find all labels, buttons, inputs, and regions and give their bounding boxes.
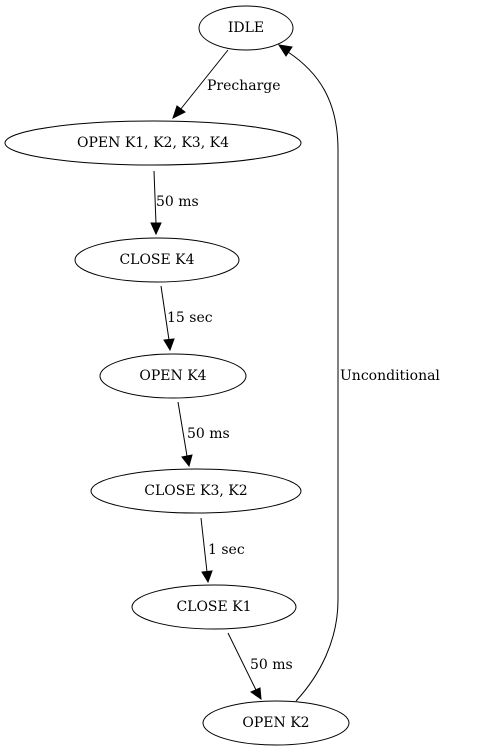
arrowhead [201, 570, 213, 584]
arrowhead [181, 454, 193, 468]
node-label-close-k4: CLOSE K4 [119, 252, 194, 268]
edge-close-k3-k2-to-close-k1: 1 sec [200, 517, 245, 584]
node-open-k2: OPEN K2 [202, 700, 350, 746]
edge-close-k4-to-open-k4: 15 sec [160, 285, 213, 352]
edge-open-k2-to-idle: Unconditional [277, 44, 440, 702]
edge-label-unconditional: Unconditional [340, 368, 440, 384]
node-label-close-k1: CLOSE K1 [176, 599, 251, 615]
edge-open-k4-to-close-k3-k2: 50 ms [177, 401, 230, 468]
edge-label-precharge: Precharge [207, 78, 281, 94]
edge-label-1sec: 1 sec [208, 542, 245, 558]
edge-label-50ms-1: 50 ms [156, 194, 199, 210]
node-open-k4: OPEN K4 [99, 353, 247, 399]
node-close-k3-k2: CLOSE K3, K2 [90, 468, 302, 514]
arrowhead [277, 44, 293, 57]
edge-close-k1-to-open-k2: 50 ms [227, 632, 293, 701]
edge-idle-to-open-all: Precharge [172, 49, 281, 119]
node-close-k1: CLOSE K1 [131, 584, 297, 630]
edge-open-all-to-close-k4: 50 ms [150, 170, 199, 236]
node-label-open-k2: OPEN K2 [242, 715, 309, 731]
node-idle: IDLE [198, 5, 294, 51]
node-open-all: OPEN K1, K2, K3, K4 [4, 120, 302, 166]
arrowhead [163, 338, 175, 352]
arrowhead [150, 222, 162, 236]
arrowhead [172, 105, 186, 119]
arrowhead [249, 687, 262, 701]
node-label-open-all: OPEN K1, K2, K3, K4 [77, 135, 229, 151]
node-label-idle: IDLE [228, 20, 264, 36]
edge-label-15sec: 15 sec [167, 310, 213, 326]
edge-label-50ms-2: 50 ms [187, 426, 230, 442]
node-close-k4: CLOSE K4 [74, 237, 240, 283]
node-label-open-k4: OPEN K4 [139, 368, 206, 384]
node-label-close-k3-k2: CLOSE K3, K2 [144, 483, 247, 499]
edge-label-50ms-3: 50 ms [250, 657, 293, 673]
